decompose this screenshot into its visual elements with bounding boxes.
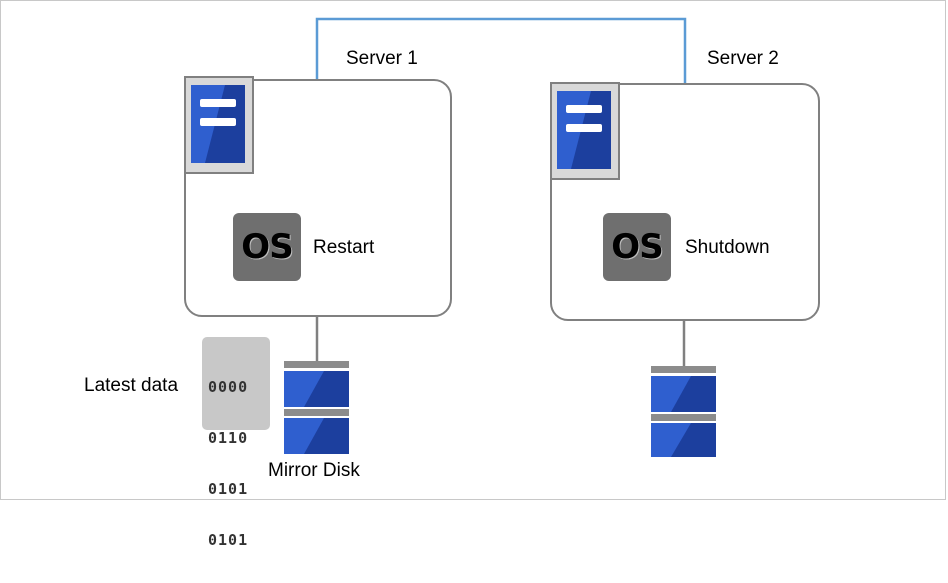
mirror-disk-icon [284, 361, 349, 454]
latest-data-bits: 0000 0110 0101 0101 [208, 345, 248, 583]
server-1-icon-overlay [184, 76, 254, 174]
server-2-icon-overlay [550, 82, 620, 180]
server-2-os-icon: OS [603, 213, 671, 281]
bits-row: 0101 [208, 531, 249, 549]
server-2-label: Server 2 [707, 48, 779, 69]
diagram-canvas: Server 1 OS Restart Server 2 OS Shutdown… [0, 0, 946, 549]
server-2-disk-icon [651, 366, 716, 457]
mirror-disk-label: Mirror Disk [268, 460, 360, 481]
server-1-os-icon: OS [233, 213, 301, 281]
latest-data-label: Latest data [84, 375, 179, 396]
bits-row: 0101 [208, 480, 249, 498]
server-1-label: Server 1 [346, 48, 418, 69]
network-line [315, 17, 687, 83]
server-2-status: Shutdown [685, 237, 770, 258]
bits-row: 0000 [208, 378, 249, 396]
bits-row: 0110 [208, 429, 249, 447]
server-1-status: Restart [313, 237, 375, 258]
latest-data-panel [202, 337, 270, 430]
